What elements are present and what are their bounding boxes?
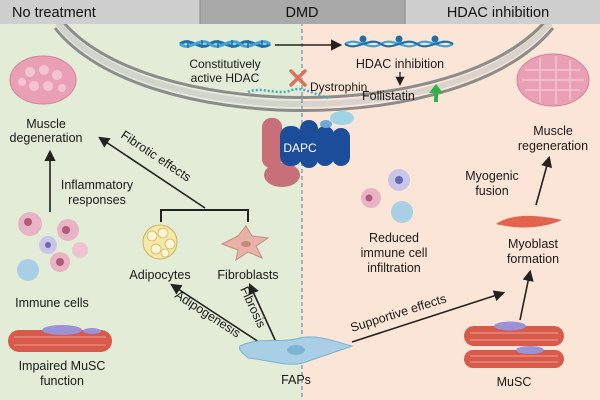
myoblast-line1: Myoblast — [508, 237, 559, 251]
impaired-line1: Impaired MuSC — [19, 359, 106, 373]
header-hdac-inhibition: HDAC inhibition — [447, 5, 549, 21]
inflammatory-line2: responses — [68, 193, 126, 207]
immune-cells-label: Immune cells — [15, 296, 89, 310]
fibrosis-arrow — [248, 282, 277, 343]
up-arrow-icon — [429, 84, 443, 102]
dna-helix-icon — [179, 40, 271, 48]
muscle-regeneration-line1: Muscle — [533, 124, 573, 138]
adipocytes-label: Adipocytes — [129, 268, 190, 282]
muscle-regeneration-line2: regeneration — [518, 139, 588, 153]
dystrophin-chain — [247, 87, 331, 100]
impaired-musc-icon — [8, 325, 112, 352]
open-dna-icon — [344, 35, 454, 48]
myoblast-line2: formation — [507, 252, 559, 266]
cell-membrane-outer — [58, 17, 550, 99]
muscle-degeneration-line2: degeneration — [10, 131, 83, 145]
myogenic-line1: Myogenic — [465, 169, 519, 183]
adipocytes-icon — [142, 224, 178, 260]
myogenic-fusion-arrow — [535, 155, 553, 206]
fibroblasts-label: Fibroblasts — [217, 268, 278, 282]
x-mark-icon — [289, 69, 307, 87]
musc-label: MuSC — [497, 375, 532, 389]
reduced-line1: Reduced — [369, 231, 419, 245]
adipogenesis-arrow — [170, 283, 263, 345]
myoblast-icon — [496, 215, 562, 228]
dapc-complex — [262, 111, 354, 187]
hdac-label-line2: active HDAC — [191, 71, 260, 85]
musc-icon — [464, 321, 564, 368]
dystrophin-label: Dystrophin — [310, 80, 367, 94]
myogenic-line2: fusion — [475, 184, 508, 198]
inflammatory-line1: Inflammatory — [61, 178, 134, 192]
follistatin-label: Follistatin — [362, 89, 415, 103]
hdac-label-line1: Constitutively — [189, 57, 260, 71]
regenerated-muscle-icon — [516, 53, 590, 107]
cell-membrane-inner — [53, 27, 555, 112]
musc-to-myoblast-arrow — [519, 269, 534, 321]
reduced-immune-cells-icon — [361, 169, 413, 223]
header-mid — [200, 0, 405, 24]
muscle-degeneration-line1: Muscle — [26, 117, 66, 131]
degenerated-muscle-icon — [9, 55, 77, 105]
impaired-line2: function — [40, 374, 84, 388]
reduced-line2: immune cell — [361, 246, 428, 260]
fibrotic-effects-arrow — [98, 136, 206, 209]
dapc-label: DAPC — [283, 141, 317, 155]
header-dmd: DMD — [285, 5, 318, 21]
faps-label: FAPs — [281, 373, 311, 387]
supportive-effects-arrow — [351, 290, 506, 343]
immune-cells-icon — [17, 212, 88, 281]
reduced-line3: infiltration — [367, 261, 421, 275]
hdac-inhibition-label: HDAC inhibition — [356, 57, 444, 71]
header-no-treatment: No treatment — [12, 5, 96, 21]
bracket — [160, 209, 249, 222]
